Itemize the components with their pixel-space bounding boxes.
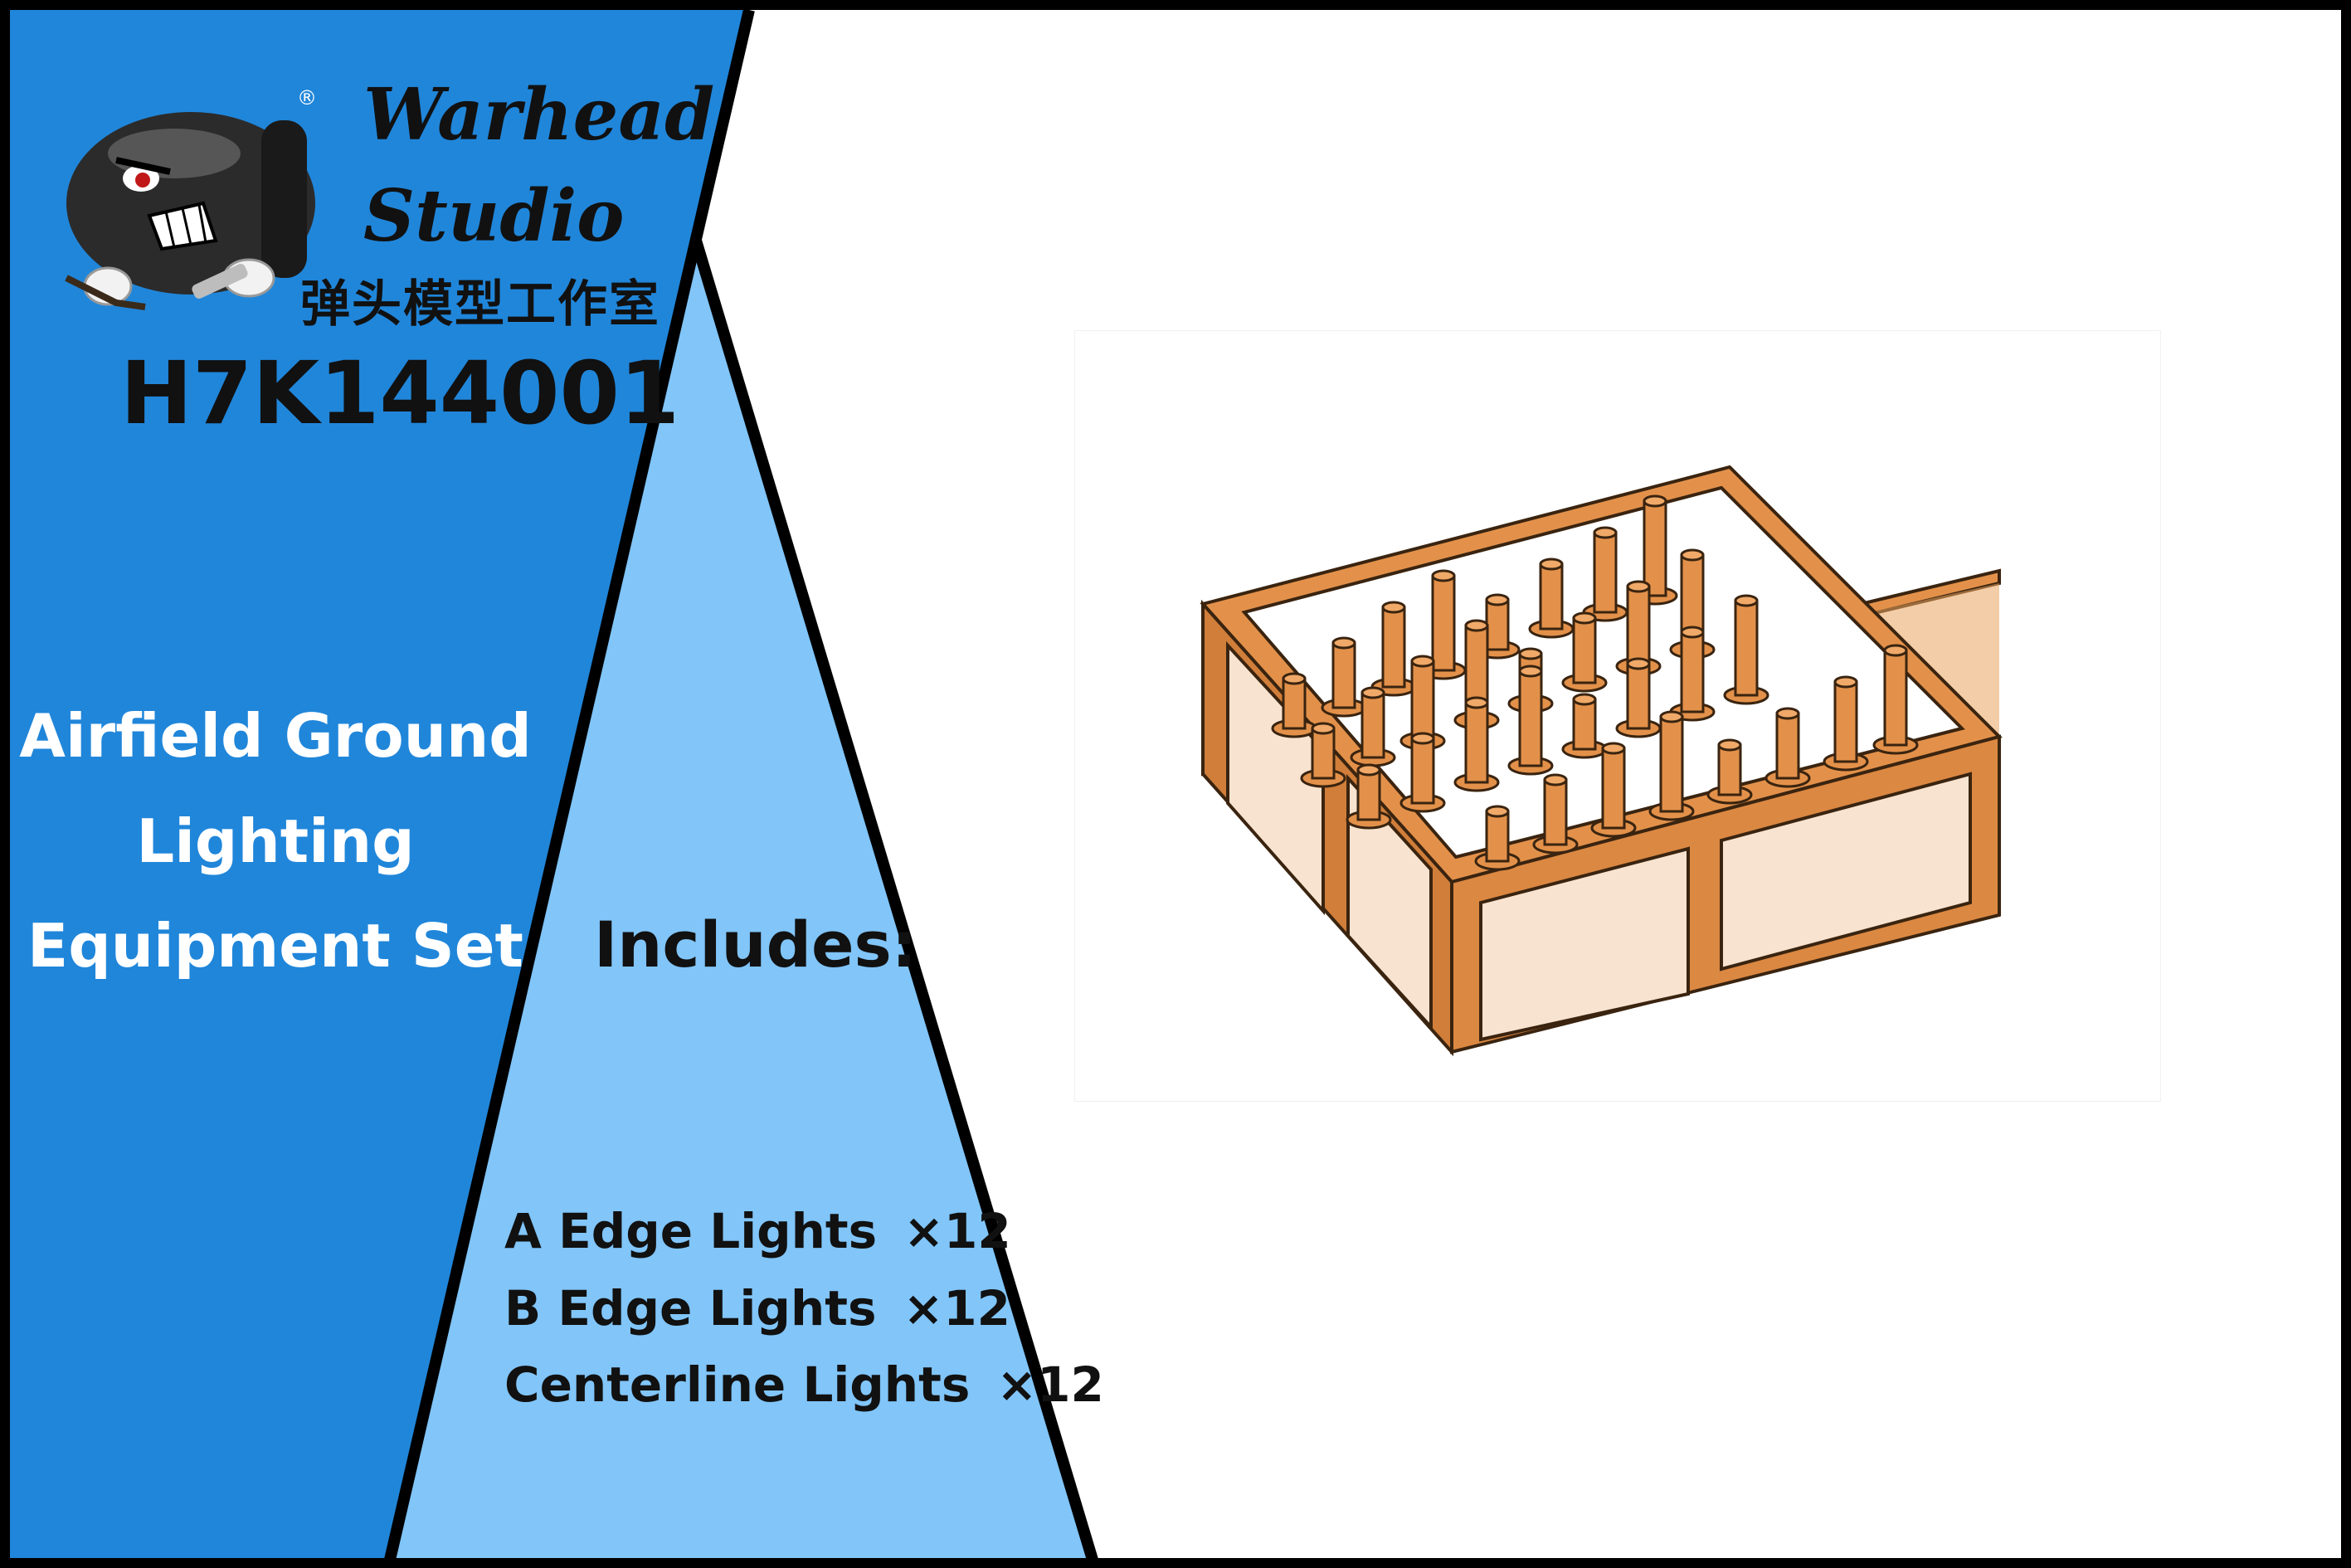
light-part <box>1271 672 1317 738</box>
light-part <box>1561 693 1608 759</box>
divider-line-left <box>384 8 755 1561</box>
frame-window-2 <box>1720 772 1972 971</box>
divider-line-right <box>690 238 1098 1562</box>
light-part <box>1632 494 1678 606</box>
mascot-rear-cap <box>261 120 307 278</box>
list-item-qty: ×12 <box>996 1356 1104 1413</box>
light-part <box>1615 657 1662 738</box>
brand-name-chinese: 弹头模型工作室 <box>300 275 660 334</box>
list-item-name: Centerline Lights <box>504 1356 971 1413</box>
list-item: Centerline Lights ×12 <box>504 1356 1104 1413</box>
product-title-line1: Airfield Ground <box>19 701 532 771</box>
light-part <box>1300 722 1346 788</box>
light-blue-panel <box>390 241 1093 1560</box>
model-render <box>1074 330 2161 1102</box>
light-part <box>1346 763 1392 830</box>
light-part <box>1669 626 1716 722</box>
light-part <box>1764 707 1811 788</box>
light-part <box>1321 636 1367 718</box>
dark-blue-panel <box>7 10 749 1560</box>
mascot-pupil <box>135 173 150 187</box>
mascot-knife <box>192 264 248 299</box>
product-title-line2: Lighting <box>136 806 415 876</box>
light-part <box>1706 738 1753 805</box>
light-part <box>1872 644 1919 755</box>
light-part <box>1823 675 1869 772</box>
list-item-name: A Edge Lights <box>504 1203 878 1259</box>
registered-mark: ® <box>297 86 317 110</box>
light-part <box>1528 558 1575 639</box>
product-code: H7K144001 <box>120 343 680 444</box>
light-part <box>1474 805 1521 871</box>
frame-window-4 <box>1346 773 1433 1032</box>
light-part <box>1507 665 1554 776</box>
brand-name-line2: Studio <box>363 174 625 258</box>
light-part <box>1561 611 1608 693</box>
light-part <box>1723 594 1769 705</box>
mascot-tool <box>65 275 146 310</box>
light-parts <box>1271 494 1919 871</box>
list-item-qty: ×12 <box>903 1203 1011 1259</box>
list-item-qty: ×12 <box>903 1280 1010 1337</box>
light-part <box>1532 773 1579 855</box>
bullet-mascot-icon <box>65 112 315 310</box>
frame-window-1 <box>1479 846 1690 1042</box>
list-item: A Edge Lights ×12 <box>504 1203 1011 1259</box>
light-part <box>1399 732 1446 813</box>
mascot-brow <box>115 157 171 175</box>
list-item: B Edge Lights ×12 <box>504 1280 1010 1337</box>
light-part <box>1590 742 1637 838</box>
light-part <box>1453 696 1500 792</box>
brand-name-line1: Warhead <box>363 73 715 157</box>
mascot-teeth-lines <box>164 204 207 248</box>
product-title-line3: Equipment Set <box>27 911 523 981</box>
light-part <box>1648 710 1695 821</box>
list-item-name: B Edge Lights <box>504 1280 877 1337</box>
includes-heading: Includes: <box>594 908 918 981</box>
